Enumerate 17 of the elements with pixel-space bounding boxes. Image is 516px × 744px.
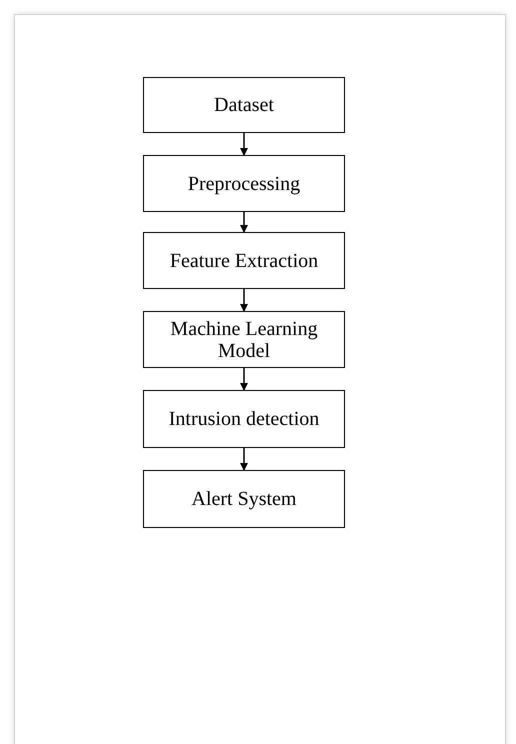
box-label: Machine Learning Model <box>169 318 319 362</box>
box-label: Alert System <box>192 488 296 510</box>
process-box <box>143 232 345 289</box>
arrow <box>240 368 248 391</box>
process-box <box>143 155 345 212</box>
arrow <box>240 133 248 156</box>
box-label: Intrusion detection <box>168 408 320 430</box>
process-box <box>143 390 345 448</box>
arrow <box>240 448 248 471</box>
arrow <box>240 289 248 312</box>
arrow <box>240 212 248 233</box>
box-label: Dataset <box>214 94 274 116</box>
box-label: Feature Extraction <box>170 250 318 272</box>
process-box <box>143 77 345 133</box>
process-box <box>143 311 345 368</box>
process-box <box>143 470 345 528</box>
box-label: Preprocessing <box>188 172 300 194</box>
